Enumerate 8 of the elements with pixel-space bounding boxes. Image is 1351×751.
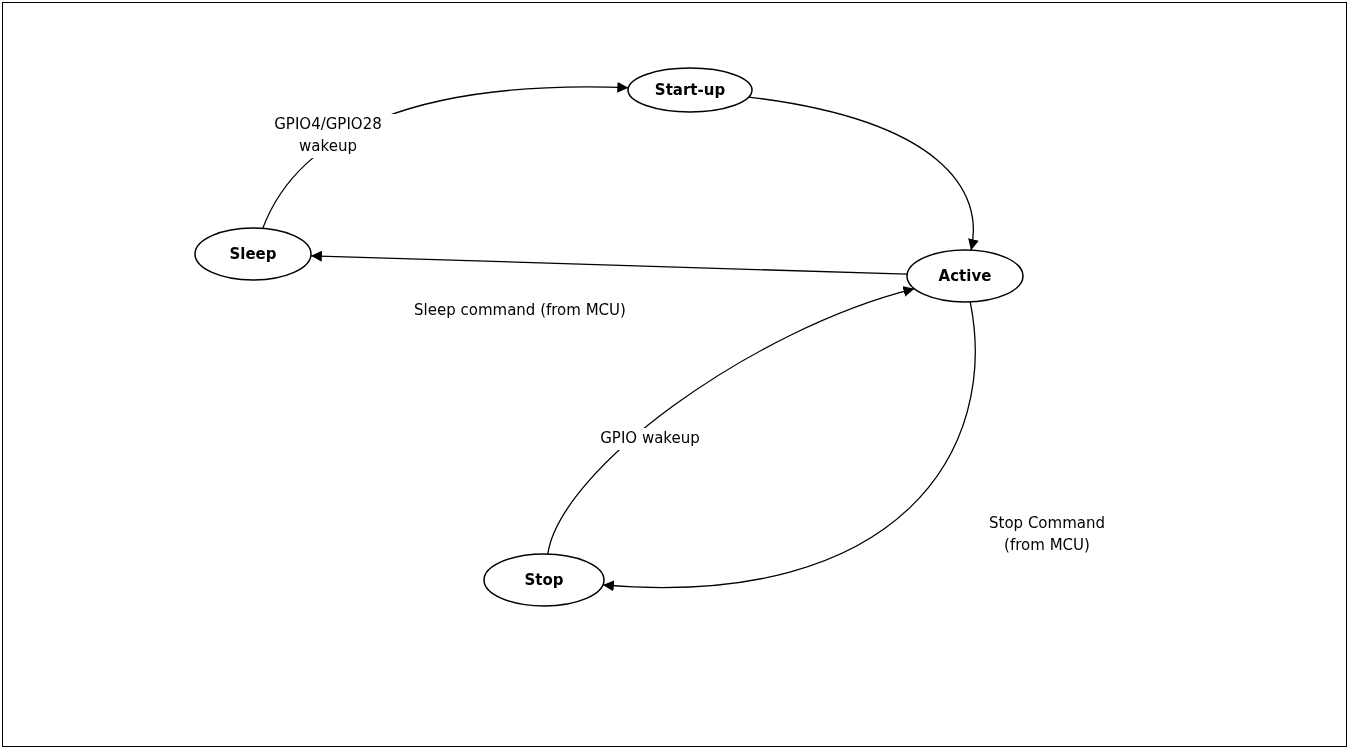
state-name: Stop xyxy=(524,571,564,589)
state-name: Active xyxy=(938,267,992,285)
transition-arrow xyxy=(748,96,979,251)
transition-arrow xyxy=(310,250,908,275)
state-name: Start-up xyxy=(654,81,726,99)
transition-arrow xyxy=(602,301,976,591)
state-name: Sleep xyxy=(229,245,277,263)
transition-arrow xyxy=(547,286,916,555)
